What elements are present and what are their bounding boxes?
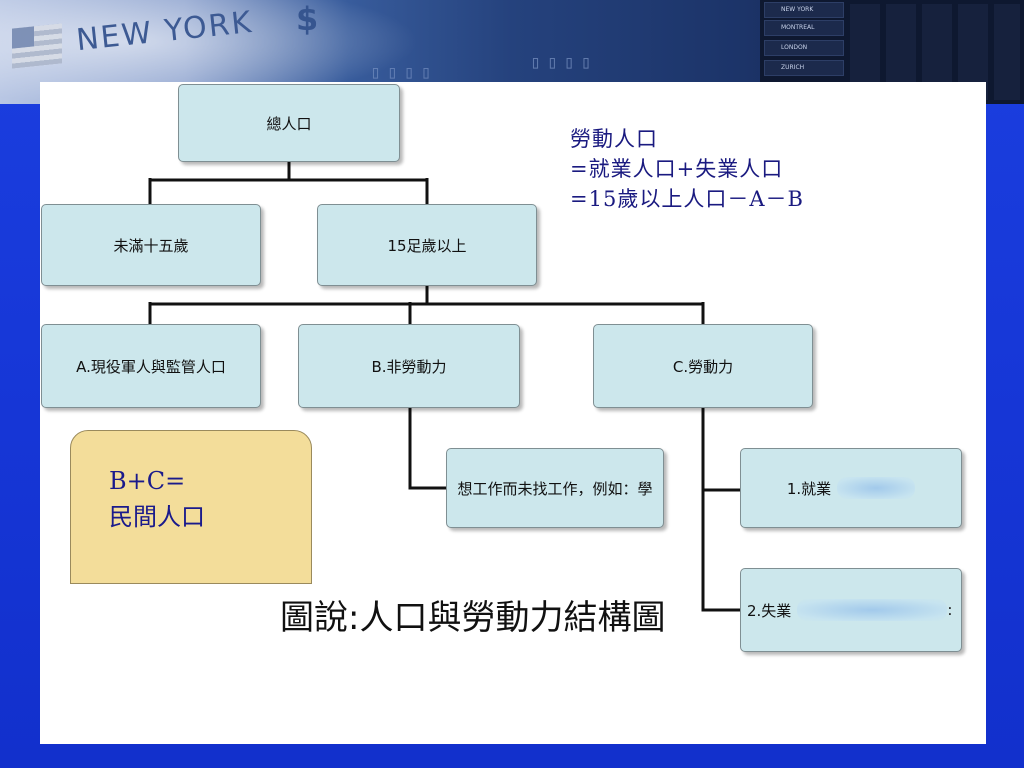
node-student: 想工作而未找工作，例如：學	[446, 448, 664, 528]
node-unemployed-tail: :	[947, 601, 953, 619]
board-row: NEW YORK	[764, 2, 844, 18]
slide-content: 總人口 未滿十五歲 15足歲以上 A.現役軍人與監管人口 B.非勞動力 C.勞動…	[40, 82, 986, 744]
node-employed-label: 1.就業	[786, 479, 832, 498]
formula-line: =15歲以上人口－A－B	[570, 187, 804, 211]
redacted-blur	[837, 477, 916, 499]
board-row: ZURICH	[764, 60, 844, 76]
node-employed: 1.就業	[740, 448, 962, 528]
board-row: MONTREAL	[764, 20, 844, 36]
banner-digits: ▯▯▯▯	[530, 52, 598, 73]
note-line: B+C=	[109, 467, 186, 495]
redacted-blur	[797, 599, 948, 621]
formula-line: =就業人口+失業人口	[570, 157, 784, 181]
connector-lines	[148, 162, 740, 612]
board-row: LONDON	[764, 40, 844, 56]
dollar-sign: $	[296, 0, 319, 38]
node-military: A.現役軍人與監管人口	[41, 324, 261, 408]
diagram-caption: 圖說:人口與勞動力結構圖	[280, 598, 666, 638]
node-over15: 15足歲以上	[317, 204, 537, 286]
node-non-labor: B.非勞動力	[298, 324, 520, 408]
formula-line: 勞動人口	[570, 127, 658, 151]
node-total: 總人口	[178, 84, 400, 162]
node-unemployed: 2.失業 :	[740, 568, 962, 652]
us-flag-icon	[12, 23, 62, 69]
note-line: 民間人口	[109, 503, 205, 531]
node-labor: C.勞動力	[593, 324, 813, 408]
node-under15: 未滿十五歲	[41, 204, 261, 286]
node-unemployed-label: 2.失業	[747, 601, 792, 620]
banner-digits: ▯▯▯▯	[370, 62, 438, 83]
labor-formula: 勞動人口 =就業人口+失業人口 =15歲以上人口－A－B	[570, 124, 804, 214]
civilian-note: B+C= 民間人口	[70, 430, 312, 584]
